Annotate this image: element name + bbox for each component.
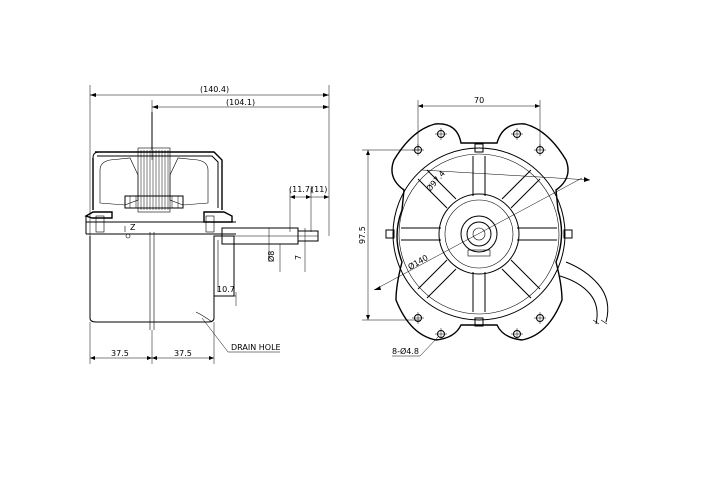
dim-overall-length: (140.4) — [89, 85, 330, 236]
drain-hole-label: DRAIN HOLE — [231, 343, 281, 352]
dim-right-half: 37.5 — [174, 349, 192, 358]
dim-shaft-dia: Ø8 — [266, 251, 276, 262]
dim-bottom-halves: 37.5 37.5 — [89, 322, 215, 364]
mounting-holes — [412, 128, 546, 340]
dim-body-to-shaft-label: (104.1) — [226, 98, 255, 107]
dim-outer-dia-label: Ø140 — [406, 252, 430, 271]
spokes — [385, 143, 573, 327]
dim-mount-spacing: 70 — [417, 96, 541, 150]
front-view: 70 97.5 — [358, 96, 609, 357]
dim-body-to-shaft: (104.1) — [151, 98, 329, 160]
dim-height: 97.5 — [358, 149, 420, 321]
dim-left-half: 37.5 — [111, 349, 129, 358]
dim-shaft-len-a: (11.7) — [289, 185, 313, 194]
flange — [84, 211, 236, 239]
dim-boss-label: 10.7 — [217, 285, 235, 294]
top-cover — [92, 147, 223, 213]
motor-body — [89, 112, 235, 330]
mark-z: Z — [130, 223, 136, 232]
dim-shaft-end: (11.7) (11) — [289, 185, 329, 232]
dim-holes: 8-Ø4.8 — [392, 336, 439, 357]
dim-pcd-label: Ø97.4 — [424, 168, 447, 193]
shaft: Ø8 7 — [221, 227, 319, 272]
cable — [559, 261, 609, 325]
housing — [391, 123, 569, 341]
dim-mount-spacing-label: 70 — [474, 96, 484, 105]
dim-shaft-len-b: (11) — [311, 185, 327, 194]
dim-overall-length-label: (140.4) — [200, 85, 229, 94]
dim-flat: 7 — [294, 255, 303, 260]
dim-boss: 10.7 — [214, 285, 237, 306]
drain-hole-callout: DRAIN HOLE — [201, 317, 281, 353]
dim-height-label: 97.5 — [358, 226, 367, 244]
dim-outer-dia: Ø140 — [373, 177, 583, 291]
dim-holes-label: 8-Ø4.8 — [392, 346, 419, 356]
side-view: (140.4) (104.1) (11.7) (11) — [84, 85, 330, 364]
